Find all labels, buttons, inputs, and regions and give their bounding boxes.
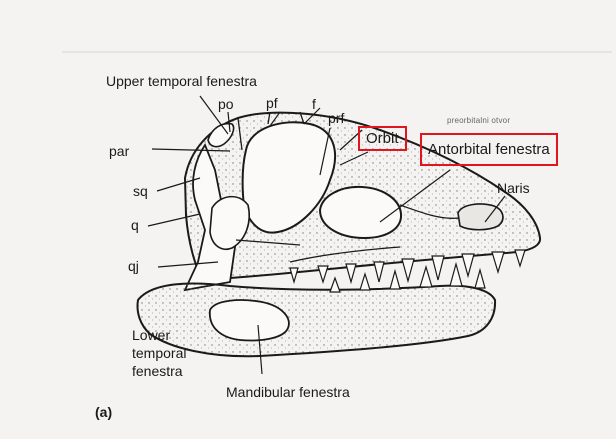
label-f: f bbox=[312, 96, 316, 112]
label-pf: pf bbox=[266, 95, 278, 111]
label-par: par bbox=[109, 143, 129, 159]
label-sq: sq bbox=[133, 183, 148, 199]
label-orbit: Orbit bbox=[358, 126, 407, 151]
label-qj: qj bbox=[128, 258, 139, 274]
label-q: q bbox=[131, 217, 139, 233]
lower-temporal-line-3: fenestra bbox=[132, 362, 186, 380]
label-po: po bbox=[218, 96, 234, 112]
antorbital-fenestra-opening bbox=[320, 187, 401, 238]
label-naris: Naris bbox=[497, 180, 530, 196]
label-lower-temporal-fenestra: Lower temporal fenestra bbox=[132, 326, 186, 380]
lower-temporal-line-2: temporal bbox=[132, 344, 186, 362]
label-preorbital-note: preorbitalni otvor bbox=[447, 116, 510, 126]
figure-label: (a) bbox=[95, 404, 112, 420]
label-antorbital-fenestra: Antorbital fenestra bbox=[420, 133, 558, 166]
label-upper-temporal-fenestra: Upper temporal fenestra bbox=[106, 73, 257, 89]
lower-temporal-line-1: Lower bbox=[132, 326, 186, 344]
label-mandibular-fenestra: Mandibular fenestra bbox=[226, 384, 350, 400]
mandible-outline bbox=[138, 284, 496, 357]
label-prf: prf bbox=[328, 110, 344, 126]
